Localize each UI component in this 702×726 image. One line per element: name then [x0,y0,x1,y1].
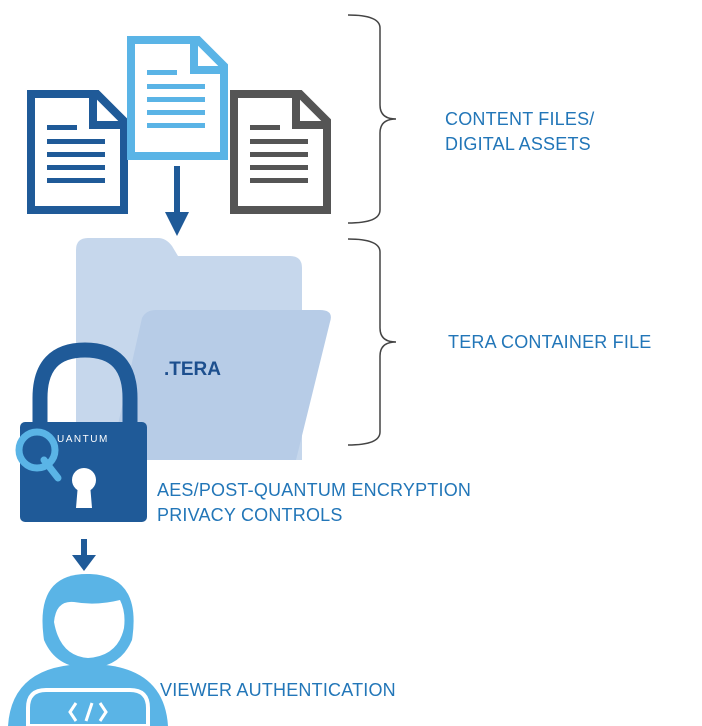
down-arrow-icon-lock [72,539,96,571]
document-icon-right [230,90,331,214]
down-arrow-icon-files [165,166,189,236]
label-content-files-line1: CONTENT FILES/ [445,109,595,129]
label-viewer-authentication: VIEWER AUTHENTICATION [160,680,396,700]
document-icon-left [27,90,128,214]
label-content-files-line2: DIGITAL ASSETS [445,134,591,154]
lock-quantum-text: UANTUM [57,434,109,445]
label-container-file: TERA CONTAINER FILE [448,332,652,352]
user-at-laptop-icon [8,573,168,726]
bracket-container [347,238,397,446]
padlock-icon [15,342,147,522]
folder-label: .TERA [164,359,221,380]
bracket-content-files [347,14,397,224]
document-icon-middle [127,36,228,160]
label-encryption-line2: PRIVACY CONTROLS [157,505,343,525]
label-encryption-line1: AES/POST-QUANTUM ENCRYPTION [157,480,472,500]
